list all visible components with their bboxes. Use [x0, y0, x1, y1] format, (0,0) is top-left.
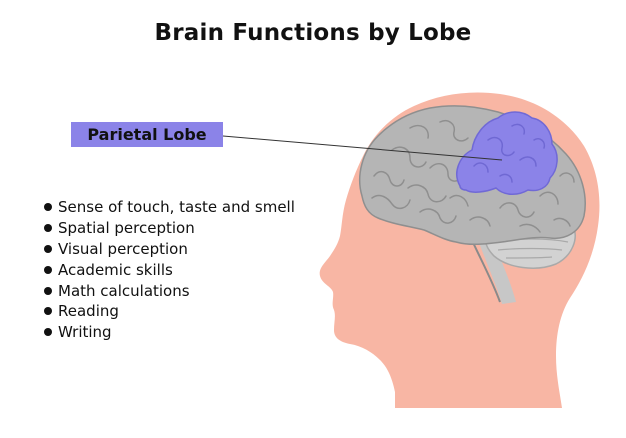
bullet-icon — [44, 307, 52, 316]
bullet-icon — [44, 265, 52, 274]
lobe-label: Parietal Lobe — [87, 125, 207, 144]
function-text: Academic skills — [58, 260, 173, 279]
list-item: Writing — [44, 322, 295, 343]
bullet-icon — [44, 328, 52, 337]
list-item: Visual perception — [44, 239, 295, 260]
bullet-icon — [44, 286, 52, 295]
label-leader-line — [222, 135, 503, 161]
bullet-icon — [44, 244, 52, 253]
list-item: Academic skills — [44, 259, 295, 280]
list-item: Sense of touch, taste and smell — [44, 197, 295, 218]
parietal-lobe-highlight — [456, 111, 558, 195]
list-item: Math calculations — [44, 280, 295, 301]
list-item: Spatial perception — [44, 218, 295, 239]
function-text: Spatial perception — [58, 219, 195, 238]
function-text: Writing — [58, 323, 112, 342]
function-list: Sense of touch, taste and smell Spatial … — [44, 197, 295, 343]
list-item: Reading — [44, 301, 295, 322]
brainstem — [478, 238, 516, 304]
bullet-icon — [44, 203, 52, 212]
lobe-label-box — [71, 122, 223, 147]
function-text: Math calculations — [58, 281, 190, 300]
page-title: Brain Functions by Lobe — [154, 20, 472, 46]
function-text: Visual perception — [58, 239, 188, 258]
function-text: Reading — [58, 302, 119, 321]
function-text: Sense of touch, taste and smell — [58, 198, 295, 217]
bullet-icon — [44, 224, 52, 233]
